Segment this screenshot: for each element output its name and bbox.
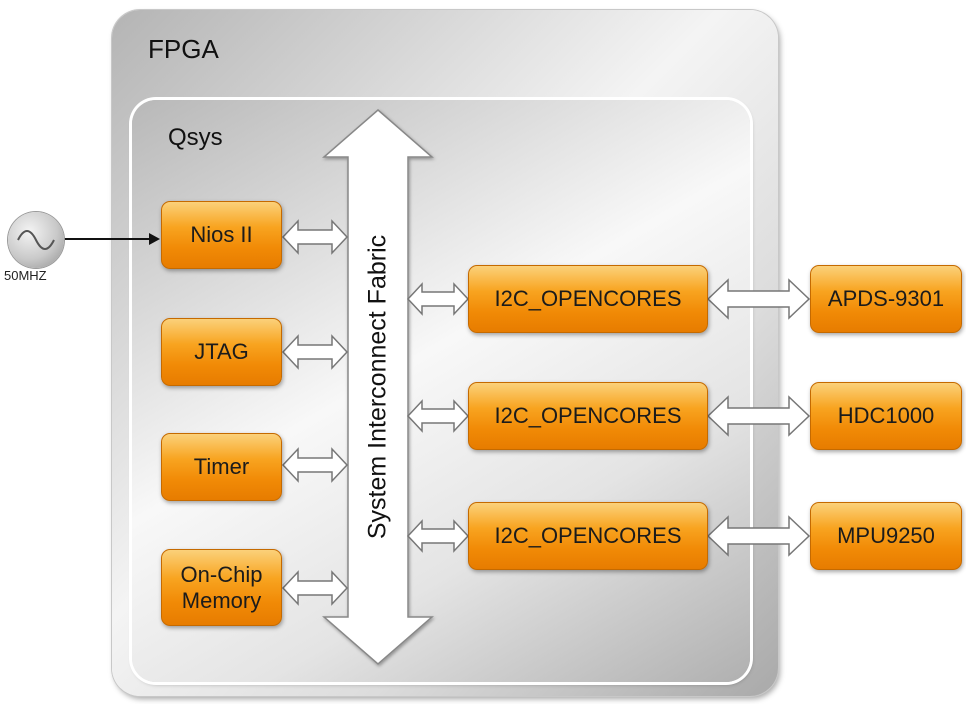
i2c-mpu-arrow xyxy=(706,515,811,557)
i2c-core-1: I2C_OPENCORES xyxy=(468,265,708,333)
i2c-core-1-label: I2C_OPENCORES xyxy=(494,286,682,311)
sensor-apds-label: APDS-9301 xyxy=(827,286,945,311)
sensor-hdc: HDC1000 xyxy=(810,382,962,450)
nios-label: Nios II xyxy=(190,222,253,247)
timer-bus-arrow xyxy=(281,447,349,483)
jtag-bus-arrow xyxy=(281,334,349,370)
memory-label-line2: Memory xyxy=(181,587,262,613)
qsys-title: Qsys xyxy=(168,124,223,151)
i2c-core-3-label: I2C_OPENCORES xyxy=(494,523,682,548)
bus-i2c-arrow-1 xyxy=(406,282,470,316)
memory-block: On-Chip Memory xyxy=(161,549,282,626)
oscillator-icon xyxy=(8,212,64,268)
bus-label: System Interconnect Fabric xyxy=(363,234,392,540)
jtag-block: JTAG xyxy=(161,318,282,386)
timer-label: Timer xyxy=(193,454,250,479)
nios-block: Nios II xyxy=(161,201,282,269)
sensor-mpu-label: MPU9250 xyxy=(837,523,935,548)
i2c-core-2-label: I2C_OPENCORES xyxy=(494,403,682,428)
memory-label-line1: On-Chip xyxy=(180,561,263,587)
i2c-core-3: I2C_OPENCORES xyxy=(468,502,708,570)
i2c-core-2: I2C_OPENCORES xyxy=(468,382,708,450)
i2c-apds-arrow xyxy=(706,278,811,320)
jtag-label: JTAG xyxy=(194,339,249,364)
bus-i2c-arrow-3 xyxy=(406,519,470,553)
sensor-mpu: MPU9250 xyxy=(810,502,962,570)
sine-wave-icon xyxy=(17,230,55,250)
timer-block: Timer xyxy=(161,433,282,501)
fpga-title: FPGA xyxy=(148,34,219,64)
system-interconnect-bus xyxy=(321,109,435,665)
bus-i2c-arrow-2 xyxy=(406,399,470,433)
clock-label: 50MHZ xyxy=(4,268,47,283)
memory-bus-arrow xyxy=(281,570,349,606)
nios-bus-arrow xyxy=(281,219,349,255)
clock-arrowhead xyxy=(149,233,160,245)
i2c-hdc-arrow xyxy=(706,395,811,437)
sensor-hdc-label: HDC1000 xyxy=(837,403,935,428)
sensor-apds: APDS-9301 xyxy=(810,265,962,333)
